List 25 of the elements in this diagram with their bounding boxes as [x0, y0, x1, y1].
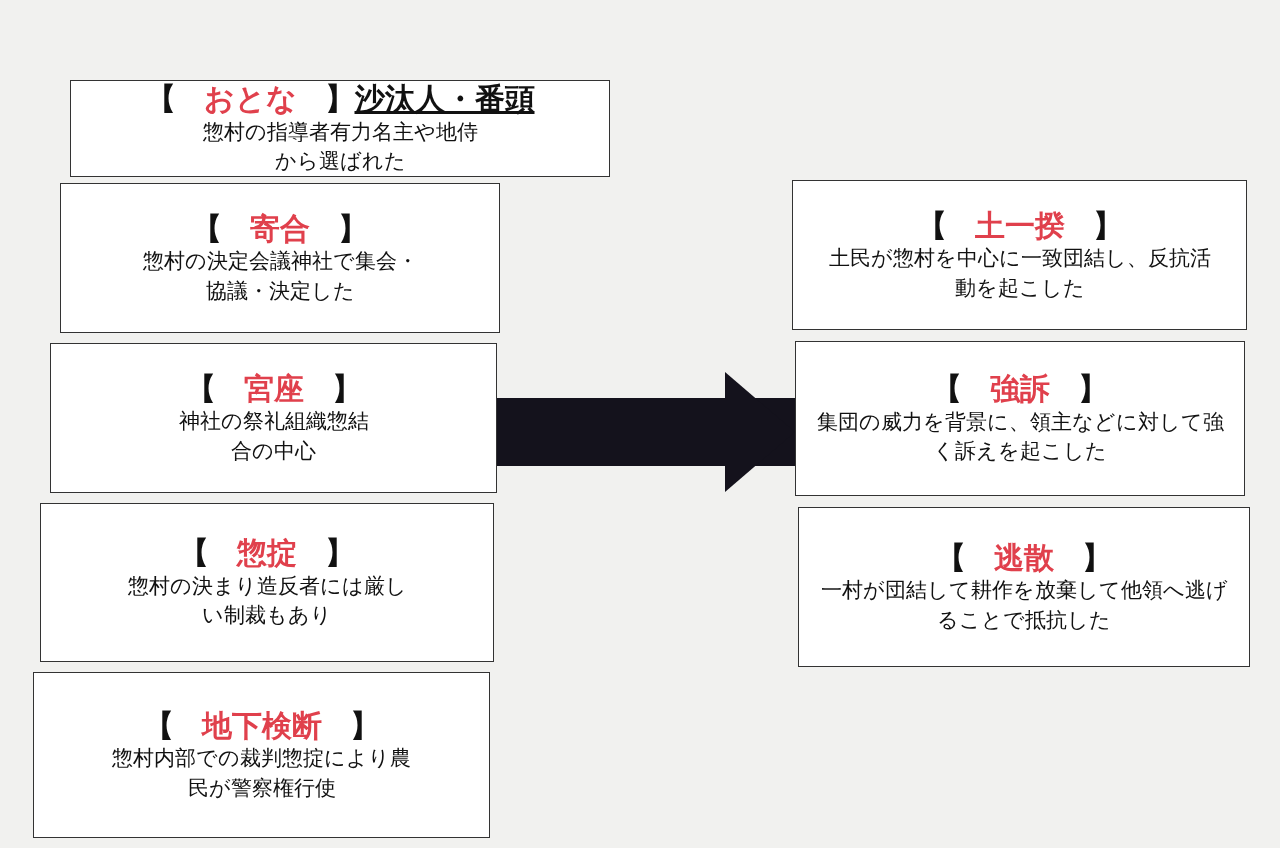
description: 土民が惣村を中心に一致団結し、反抗活動を起こした — [827, 245, 1212, 302]
heading: 【土一揆】 — [916, 206, 1123, 245]
text-box — [50, 343, 497, 493]
description: 惣村内部での裁判惣掟により農民が警察権行使 — [111, 745, 412, 802]
text-box — [60, 183, 500, 333]
text-box — [792, 180, 1247, 330]
arrow — [497, 372, 795, 492]
heading: 【強訴】 — [932, 370, 1108, 408]
heading: 【おとな】沙汰人・番頭 — [145, 80, 535, 118]
description: 惣村の指導者有力名主や地侍から選ばれた — [201, 118, 479, 176]
description: 一村が団結して耕作を放棄して他領へ逃げることで抵抗した — [819, 577, 1229, 634]
heading: 【寄合】 — [192, 209, 368, 248]
heading: 【地下検断】 — [143, 706, 380, 745]
heading: 【逃散】 — [936, 538, 1112, 577]
description: 惣村の決定会議神社で集会・協議・決定した — [141, 248, 419, 305]
text-box — [70, 80, 610, 177]
text-box — [40, 503, 494, 662]
description: 神社の祭礼組織惣結合の中心 — [177, 408, 370, 465]
description: 惣村の決まり造反者には厳しい制裁もあり — [126, 572, 408, 630]
description: 集団の威力を背景に、領主などに対して強く訴えを起こした — [815, 408, 1225, 466]
text-box — [33, 672, 490, 838]
text-box — [798, 507, 1250, 667]
heading: 【宮座】 — [185, 369, 362, 408]
text-box — [795, 341, 1245, 496]
heading: 【惣掟】 — [179, 534, 355, 572]
